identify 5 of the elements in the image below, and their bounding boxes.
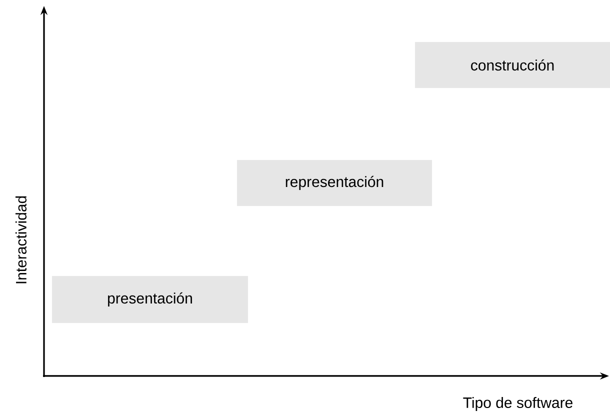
axis-label: Interactividad	[16, 196, 26, 284]
axis-label: Tipo de software	[463, 397, 572, 411]
label-box: presentación	[52, 276, 248, 323]
label-box: construcción	[415, 42, 610, 88]
label-box: representación	[237, 160, 432, 206]
